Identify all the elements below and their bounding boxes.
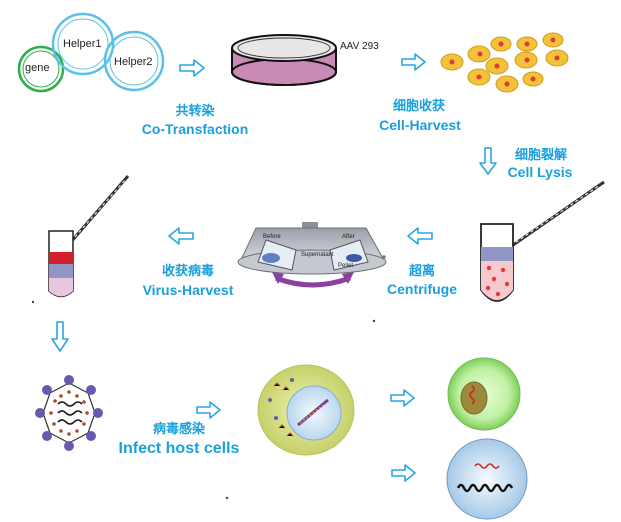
plasmid-gene-label: gene — [25, 62, 50, 74]
centrifuge-en-label: Centrifuge — [387, 281, 457, 297]
arrow-right-3 — [196, 401, 221, 419]
virus-harvest-en-label: Virus-Harvest — [142, 282, 234, 298]
infect-cn-label: 病毒感染 — [152, 421, 205, 436]
aav-virus-particle — [35, 375, 103, 451]
virus-harvest-tube — [48, 175, 130, 298]
plasmid-helper1-label: Helper1 — [63, 38, 102, 50]
arrow-left-2 — [168, 227, 194, 245]
culture-dish — [231, 34, 337, 86]
lysis-cn-label: 细胞裂解 — [514, 147, 567, 162]
centrifuge-supernatant-label: Supernatant — [301, 252, 334, 258]
harvest-cn-label: 细胞收获 — [392, 98, 445, 113]
speck-2 — [31, 300, 35, 304]
arrow-down-1 — [479, 147, 497, 175]
arrow-right-1 — [179, 59, 205, 77]
centrifuge — [237, 222, 387, 288]
centrifuge-before-label: Before — [263, 234, 281, 240]
plasmid-gene — [17, 45, 65, 93]
harvested-cells — [440, 32, 569, 93]
harvest-en-label: Cell-Harvest — [379, 117, 461, 133]
genome-nucleus — [446, 438, 528, 520]
virus-harvest-cn-label: 收获病毒 — [161, 263, 214, 278]
infected-host-cell — [257, 364, 355, 456]
arrow-down-2 — [51, 321, 69, 352]
centrifuge-cn-label: 超离 — [408, 263, 435, 278]
centrifuge-pellet-label: Pellet — [338, 263, 354, 269]
lysis-tube — [480, 180, 605, 302]
transfection-cn-label: 共转染 — [175, 103, 215, 118]
arrow-left-1 — [407, 227, 433, 245]
plasmid-helper1 — [51, 12, 115, 76]
lysis-en-label: Cell Lysis — [507, 164, 573, 180]
arrow-right-4 — [390, 389, 415, 407]
arrow-right-2 — [401, 53, 426, 71]
speck-3 — [225, 496, 229, 500]
plasmid-helper2-label: Helper2 — [114, 56, 153, 68]
arrow-right-5 — [391, 464, 416, 482]
expression-cell — [447, 357, 521, 431]
plasmid-helper2 — [103, 30, 165, 92]
speck-1 — [372, 319, 376, 323]
dish-label: AAV 293 — [340, 41, 379, 52]
centrifuge-after-label: After — [342, 234, 355, 240]
infect-en-label: Infect host cells — [118, 440, 240, 457]
transfection-en-label: Co-Transfaction — [141, 121, 249, 137]
